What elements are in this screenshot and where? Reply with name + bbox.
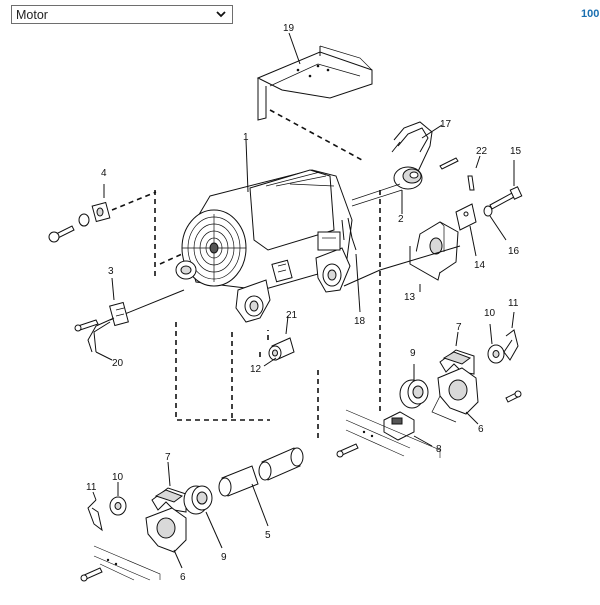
callout-19: 19 (283, 24, 295, 34)
part-4-spacer (48, 201, 111, 243)
callout-11-right: 11 (508, 298, 519, 309)
part-9-bearing-right (399, 379, 429, 409)
part-3-connector (74, 301, 129, 353)
callout-14: 14 (474, 260, 486, 271)
part-10-washer-left (109, 496, 127, 516)
part-11-clip-right (503, 329, 519, 361)
callout-4: 4 (101, 168, 107, 179)
part-7-clamp-right (439, 349, 475, 375)
callout-20: 20 (112, 358, 124, 369)
part-6-clamp-right (431, 367, 479, 423)
callout-13: 13 (404, 292, 416, 303)
part-7-clamp-left (151, 487, 187, 513)
part-5-shaft (218, 447, 304, 497)
part-11-clip-left (87, 499, 103, 532)
zoom-level: 100 (581, 8, 600, 20)
part-13-bracket (409, 221, 459, 281)
part-9-bearing-left (183, 485, 213, 515)
callout-2: 2 (398, 214, 404, 225)
callout-8: 8 (436, 444, 442, 455)
callout-16: 16 (508, 246, 520, 257)
callout-11-left: 11 (86, 482, 97, 493)
part-15-bolt (489, 186, 523, 210)
part-10-washer-right (487, 344, 505, 364)
callout-18: 18 (354, 316, 366, 327)
callout-9-right: 9 (410, 348, 416, 359)
callout-22: 22 (476, 146, 488, 157)
part-1-motor (175, 169, 403, 323)
select-value: Motor (16, 7, 48, 22)
callout-6-right: 6 (478, 424, 484, 435)
exploded-parts-diagram: 19 17 1 22 15 4 2 16 14 3 13 21 18 11 10… (0, 23, 600, 600)
callout-7-left: 7 (165, 452, 171, 463)
callout-12: 12 (250, 364, 262, 375)
callout-15: 15 (510, 146, 522, 157)
callout-6-left: 6 (180, 572, 186, 583)
callout-3: 3 (108, 266, 114, 277)
part-8-block (383, 411, 415, 441)
part-2-pulley (393, 166, 423, 190)
callout-17: 17 (440, 119, 452, 130)
callout-7-right: 7 (456, 322, 462, 333)
callout-10-left: 10 (112, 472, 124, 483)
callout-5: 5 (265, 530, 271, 541)
part-12-bushing (268, 337, 295, 361)
part-17-belt (391, 121, 433, 181)
callout-1: 1 (243, 132, 249, 143)
chevron-down-icon (214, 8, 228, 22)
part-19-bracket (256, 45, 373, 121)
part-14-bracket (455, 203, 477, 231)
part-category-select[interactable]: Motor (11, 5, 233, 24)
part-6-clamp-left (145, 507, 187, 553)
callout-10-right: 10 (484, 308, 496, 319)
callout-9-left: 9 (221, 552, 227, 563)
callout-21: 21 (286, 310, 298, 321)
